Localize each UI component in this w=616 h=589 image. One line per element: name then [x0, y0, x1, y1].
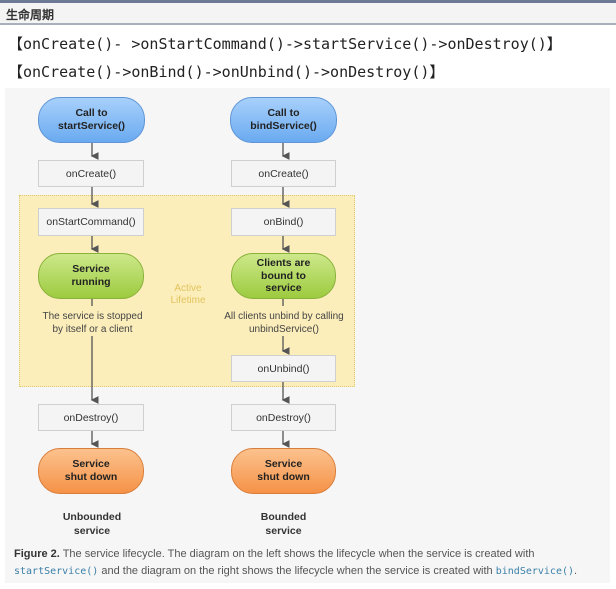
figure-caption: Figure 2. The service lifecycle. The dia…: [14, 546, 604, 580]
figure-number: Figure 2.: [14, 548, 60, 560]
caption-text: and the diagram on the right shows the l…: [98, 565, 496, 577]
clients-bound-node: Clients are bound to service: [231, 253, 336, 299]
on-start-command-node: onStartCommand(): [38, 208, 144, 236]
active-lifetime-label: Active Lifetime: [170, 283, 206, 306]
on-create-node-left: onCreate(): [38, 160, 144, 187]
caption-text: .: [574, 565, 578, 577]
caption-area: [5, 543, 610, 583]
window-top-border: [0, 0, 616, 3]
shutdown-node-left: Service shut down: [38, 448, 144, 494]
lifecycle-line-bind: 【onCreate()->onBind()->onUnbind()->onDes…: [8, 63, 445, 81]
on-destroy-node-right: onDestroy(): [231, 404, 336, 431]
on-unbind-node: onUnbind(): [231, 355, 336, 382]
lifecycle-line-start: 【onCreate()- >onStartCommand()->startSer…: [8, 35, 562, 53]
on-create-node-right: onCreate(): [231, 160, 336, 187]
section-header: 生命周期: [0, 3, 616, 25]
caption-text: The service lifecycle. The diagram on th…: [59, 548, 535, 560]
shutdown-node-right: Service shut down: [231, 448, 336, 494]
caption-code-start-service: startService(): [14, 566, 99, 577]
section-title: 生命周期: [6, 8, 55, 22]
caption-code-bind-service: bindService(): [495, 566, 575, 577]
unbounded-service-label: Unbounded service: [62, 511, 122, 537]
call-start-service-node: Call to startService(): [38, 97, 145, 143]
service-running-node: Service running: [38, 253, 144, 299]
on-destroy-node-left: onDestroy(): [38, 404, 144, 431]
unbind-note: All clients unbind by calling unbindServ…: [224, 311, 344, 335]
bounded-service-label: Bounded service: [260, 511, 307, 537]
call-bind-service-node: Call to bindService(): [230, 97, 337, 143]
on-bind-node: onBind(): [231, 208, 336, 236]
stopped-note: The service is stopped by itself or a cl…: [42, 311, 143, 335]
